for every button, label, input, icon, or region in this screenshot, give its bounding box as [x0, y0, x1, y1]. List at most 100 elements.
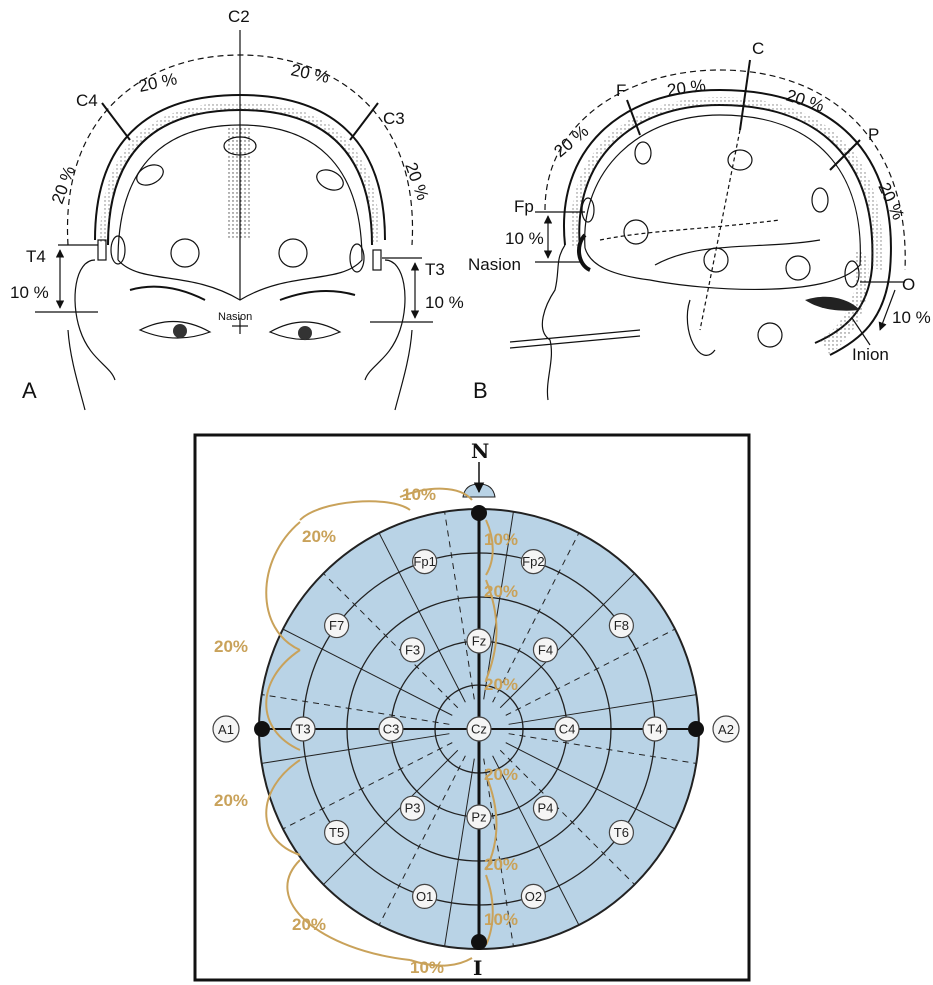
- left-preauricular-point: [254, 721, 270, 737]
- pct-a-left: 20 %: [48, 163, 79, 206]
- electrode-fp2: Fp2: [521, 550, 545, 574]
- electrode-f3: F3: [401, 638, 425, 662]
- electrode-t6: T6: [609, 820, 633, 844]
- electrode-circle: [279, 239, 307, 267]
- electrode-a2: A2: [713, 716, 739, 742]
- pct-b-1: 20 %: [550, 122, 592, 161]
- label-c4: C4: [76, 91, 98, 110]
- inion-point: [471, 934, 487, 950]
- electrode-b: [728, 150, 752, 170]
- electrode-label: C3: [383, 722, 400, 737]
- electrode-b: [758, 323, 782, 347]
- panel-letter-b: B: [473, 378, 488, 403]
- electrode-b: [624, 220, 648, 244]
- electrode-label: F4: [538, 642, 553, 657]
- ear-b: [687, 300, 715, 355]
- electrode-label: A1: [218, 722, 234, 737]
- pct-a-top-left: 20 %: [137, 69, 179, 96]
- eyebrow-right: [280, 291, 355, 300]
- label-fp: Fp: [514, 197, 534, 216]
- label-t4: T4: [26, 247, 46, 266]
- right-preauricular-point: [688, 721, 704, 737]
- pct-c-10-bottom: 10%: [410, 958, 444, 977]
- label-o: O: [902, 275, 915, 294]
- label-n: N: [471, 439, 489, 463]
- skull-outline-b: [564, 90, 891, 355]
- electrode-label: T3: [295, 722, 310, 737]
- pct-a-10-right: 10 %: [425, 293, 464, 312]
- electrode-b: [812, 188, 828, 212]
- electrode-label: Fz: [472, 634, 486, 649]
- ear-left: [75, 260, 115, 380]
- panel-c-top-view: N I A1 A2 Fp1Fp2F7F3FzF4F8T3C3CzC4T4T5P3…: [195, 435, 749, 980]
- electrode-b: [786, 256, 810, 280]
- pct-a-10-left: 10 %: [10, 283, 49, 302]
- pct-c-10-mid-top: 10%: [484, 530, 518, 549]
- nasion-point: [471, 505, 487, 521]
- electrode-label: Fp2: [522, 554, 544, 569]
- electrode-label: T5: [329, 825, 344, 840]
- panel-b-lateral-view: F C P Fp Nasion O Inion 20 % 20 % 20 % 2…: [468, 39, 931, 403]
- pct-c-20-c: 20%: [214, 791, 248, 810]
- pct-c-10-mid-bottom: 10%: [484, 910, 518, 929]
- iris-right: [298, 326, 312, 340]
- pct-a-right: 20 %: [401, 160, 432, 203]
- sulcus-b: [600, 220, 780, 240]
- label-c2: C2: [228, 7, 250, 26]
- pct-b-10-right: 10 %: [892, 308, 931, 327]
- pct-c-20-mid-3: 20%: [484, 765, 518, 784]
- iris-left: [173, 324, 187, 338]
- electrode-circle: [171, 239, 199, 267]
- electrode-f8: F8: [609, 614, 633, 638]
- label-nasion-b: Nasion: [468, 255, 521, 274]
- tick-c4: [102, 103, 130, 140]
- electrode-f7: F7: [325, 614, 349, 638]
- cheek-right: [395, 330, 412, 410]
- electrode-ellipse: [314, 166, 347, 194]
- panel-letter-a: A: [22, 378, 37, 403]
- electrode-label: F8: [614, 618, 629, 633]
- electrode-b: [704, 248, 728, 272]
- label-p: P: [868, 125, 879, 144]
- electrode-a1: A1: [213, 716, 239, 742]
- pct-c-20-mid-2: 20%: [484, 675, 518, 694]
- electrode-cz: Cz: [467, 717, 491, 741]
- dash-line2-b: [510, 336, 640, 348]
- inion-mark: [805, 297, 860, 311]
- eyebrow-left: [130, 287, 205, 300]
- pct-c-20-a: 20%: [302, 527, 336, 546]
- electrode-f4: F4: [533, 638, 557, 662]
- cheek-left: [68, 330, 85, 410]
- central-line-b: [700, 130, 740, 330]
- electrode-fz: Fz: [467, 629, 491, 653]
- electrode-label: F3: [405, 642, 420, 657]
- electrode-label: A2: [718, 722, 734, 737]
- electrode-label: C4: [559, 722, 576, 737]
- electrode-label: T4: [647, 722, 662, 737]
- pct-c-20-b: 20%: [214, 637, 248, 656]
- pct-c-20-d: 20%: [292, 915, 326, 934]
- midline-dots: [228, 128, 250, 238]
- fissure-b: [655, 240, 820, 265]
- electrode-pad: [373, 250, 381, 270]
- electrode-label: O1: [416, 889, 433, 904]
- electrode-t4: T4: [643, 717, 667, 741]
- electrode-label: Cz: [471, 722, 487, 737]
- electrode-label: Fp1: [413, 554, 435, 569]
- label-c: C: [752, 39, 764, 58]
- electrode-fp1: Fp1: [413, 550, 437, 574]
- electrode-c4: C4: [555, 717, 579, 741]
- electrode-t5: T5: [325, 820, 349, 844]
- pct-c-20-mid-1: 20%: [484, 582, 518, 601]
- electrode-label: T6: [614, 825, 629, 840]
- electrode-o1: O1: [413, 884, 437, 908]
- electrode-p4: P4: [533, 796, 557, 820]
- electrode-label: O2: [525, 889, 542, 904]
- panel-a-frontal-view: C2 C4 C3 T4 T3 Nasion 20 % 20 % 20 % 20 …: [10, 7, 464, 410]
- electrode-p3: P3: [401, 796, 425, 820]
- electrode-ellipse: [134, 161, 167, 189]
- tick-c3: [350, 103, 378, 140]
- electrode-label: P3: [405, 801, 421, 816]
- pct-a-top-right: 20 %: [289, 60, 331, 87]
- label-c3: C3: [383, 109, 405, 128]
